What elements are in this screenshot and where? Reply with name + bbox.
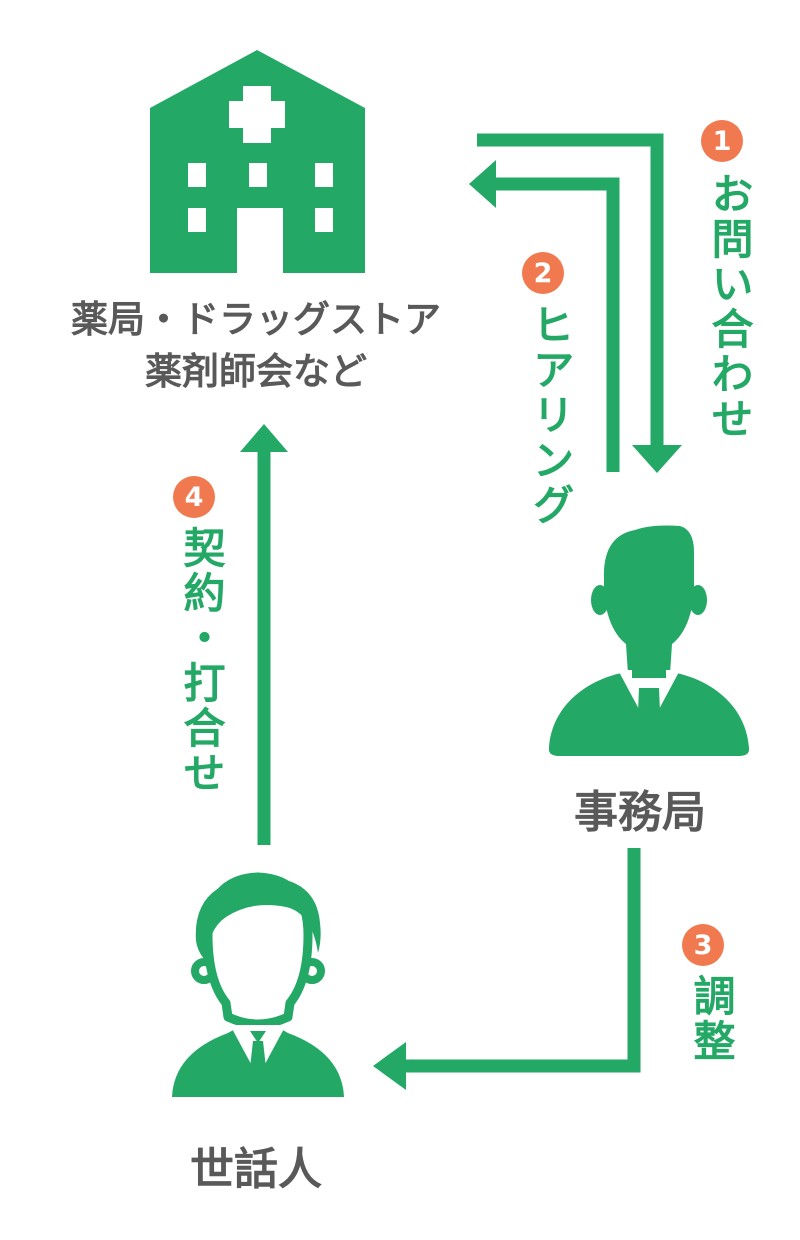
pharmacy-label-line2: 薬剤師会など (145, 349, 367, 393)
caretaker-person-icon (172, 872, 344, 1097)
step-3-arrow-icon (373, 848, 641, 1090)
step-4-arrow-icon (240, 424, 288, 845)
step-1-badge: 1 (701, 120, 743, 162)
step-4-label: 契約・打合せ (177, 526, 226, 796)
step-1-arrow-icon (477, 133, 682, 473)
pharmacy-node-label: 薬局・ドラッグストア 薬剤師会など (16, 294, 496, 398)
office-person-icon (548, 525, 750, 756)
step-2-label: ヒアリング (526, 303, 575, 528)
step-4-badge: 4 (173, 476, 215, 518)
pharmacy-building-icon (150, 50, 365, 273)
office-node-label: 事務局 (574, 787, 706, 838)
step-1-label: お問い合わせ (705, 172, 754, 442)
pharmacy-label-line1: 薬局・ドラッグストア (71, 298, 441, 341)
step-2-arrow-icon (469, 160, 620, 472)
caretaker-node-label: 世話人 (190, 1144, 322, 1195)
step-2-badge: 2 (522, 252, 564, 294)
step-3-label: 調整 (687, 974, 736, 1064)
step-3-badge: 3 (682, 924, 724, 966)
